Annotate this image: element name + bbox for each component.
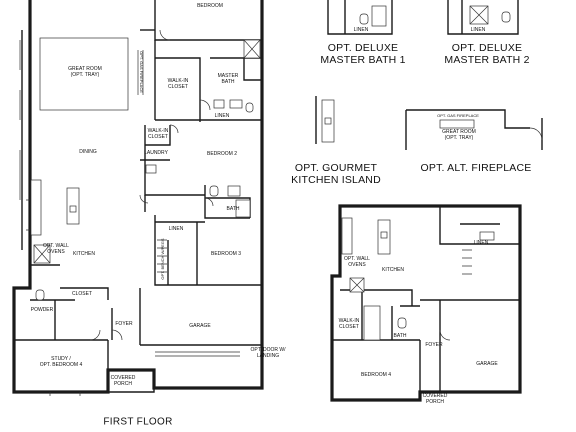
label-bath: BATH xyxy=(226,206,240,212)
caption-opt-deluxe-master-bath-2: OPT. DELUXE MASTER BATH 2 xyxy=(444,42,530,66)
label-dining: DINING xyxy=(79,149,97,155)
great-room-tray-outline xyxy=(39,37,129,111)
opt-bath-2-drawing xyxy=(447,0,519,35)
label-walk-in-closet-master: WALK-IN CLOSET xyxy=(167,78,189,90)
label-opt-bench: OPT. BENCH W/PEGS xyxy=(160,238,165,280)
alt-label-linen: LINEN xyxy=(473,240,489,246)
label-walk-in-closet-bed2: WALK-IN CLOSET xyxy=(147,128,169,140)
master-bath-fixtures xyxy=(213,39,261,113)
alt-label-garage: GARAGE xyxy=(476,361,498,367)
label-bedroom-top: BEDROOM xyxy=(197,3,223,9)
powder-toilet xyxy=(35,289,45,301)
label-laundry: LAUNDRY xyxy=(144,150,168,156)
label-opt-wall-ovens: OPT. WALL OVENS xyxy=(43,243,69,255)
alt-plan-walls xyxy=(330,204,522,402)
alt-label-bedroom-4: BEDROOM 4 xyxy=(360,372,392,378)
alt-label-kitchen: KITCHEN xyxy=(382,267,404,273)
label-bedroom-2: BEDROOM 2 xyxy=(206,151,238,157)
label-opt-bath1-linen: LINEN xyxy=(353,27,369,33)
label-foyer: FOYER xyxy=(115,321,133,327)
fireplace-hearth xyxy=(137,50,144,95)
stair-marks xyxy=(157,239,167,273)
caption-opt-alt-fireplace: OPT. ALT. FIREPLACE xyxy=(420,162,532,174)
alt-label-walk-in-closet: WALK-IN CLOSET xyxy=(338,318,360,330)
gourmet-island-drawing xyxy=(315,96,335,144)
label-great-room: GREAT ROOM (OPT. TRAY) xyxy=(68,66,102,78)
kitchen-fixtures xyxy=(30,179,80,264)
label-bedroom-3: BEDROOM 3 xyxy=(210,251,242,257)
label-opt-alt-great-room: GREAT ROOM (OPT. TRAY) xyxy=(442,129,476,141)
label-opt-bath2-linen: LINEN xyxy=(470,27,486,33)
label-garage: GARAGE xyxy=(189,323,211,329)
alt-label-bath: BATH xyxy=(393,333,407,339)
window-marks xyxy=(19,40,81,396)
label-master-bath: MASTER BATH xyxy=(217,73,239,85)
label-linen-hall: LINEN xyxy=(168,226,184,232)
label-opt-gas-fireplace: OPT. GAS FIREPLACE xyxy=(139,51,144,93)
label-closet: CLOSET xyxy=(71,291,93,297)
opt-bath-1-drawing xyxy=(327,0,393,35)
caption-opt-deluxe-master-bath-1: OPT. DELUXE MASTER BATH 1 xyxy=(320,42,406,66)
label-opt-door: OPT. DOOR W/ LANDING xyxy=(250,347,286,359)
first-floor-title: FIRST FLOOR xyxy=(103,416,173,428)
alt-plan-fixtures xyxy=(341,217,495,341)
alt-label-covered-porch: COVERED PORCH xyxy=(422,393,448,405)
first-floor-walls xyxy=(12,0,264,394)
alt-label-opt-wall-ovens: OPT. WALL OVENS xyxy=(344,256,370,268)
label-covered-porch: COVERED PORCH xyxy=(110,375,136,387)
label-kitchen: KITCHEN xyxy=(73,251,95,257)
door-swings xyxy=(89,29,214,341)
label-powder: POWDER xyxy=(30,307,54,313)
alt-fireplace-drawing xyxy=(405,109,543,150)
bath-fixtures xyxy=(145,164,251,218)
caption-opt-gourmet-kitchen-island: OPT. GOURMET KITCHEN ISLAND xyxy=(291,162,381,186)
label-study: STUDY / OPT. BEDROOM 4 xyxy=(39,356,83,368)
alt-label-foyer: FOYER xyxy=(425,342,443,348)
label-linen-master: LINEN xyxy=(214,113,230,119)
label-opt-alt-gas-fireplace: OPT. GAS FIREPLACE xyxy=(437,113,479,118)
